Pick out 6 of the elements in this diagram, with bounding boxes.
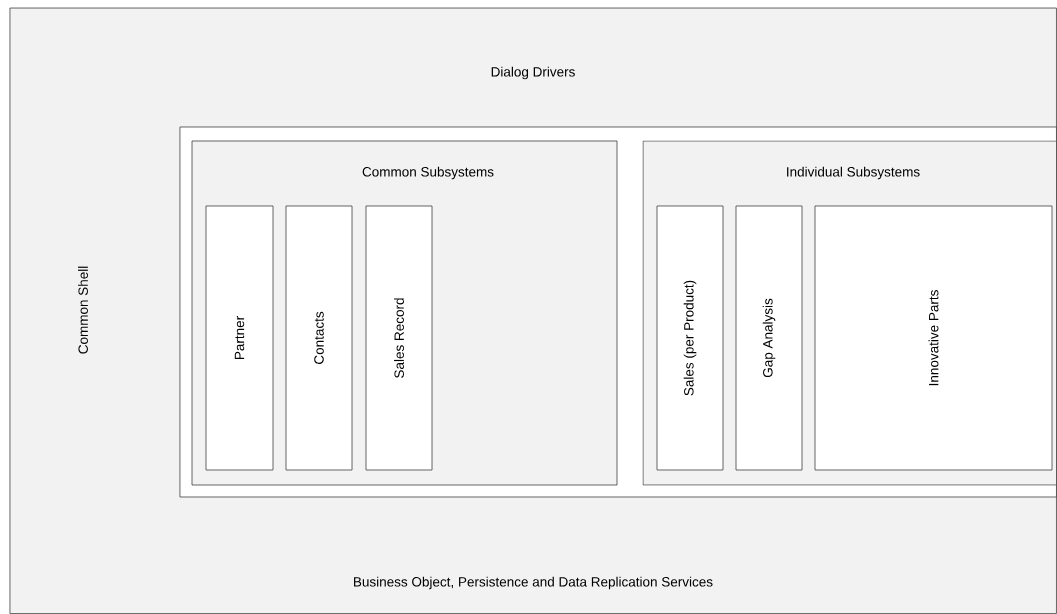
module-box: Contacts [285,205,353,471]
module-box: Gap Analysis [735,205,803,471]
module-box: Sales (per Product) [656,205,724,471]
module-box: Partner [205,205,274,471]
module-box: Sales Record [365,205,433,471]
module-box: Innovative Parts [814,205,1053,471]
